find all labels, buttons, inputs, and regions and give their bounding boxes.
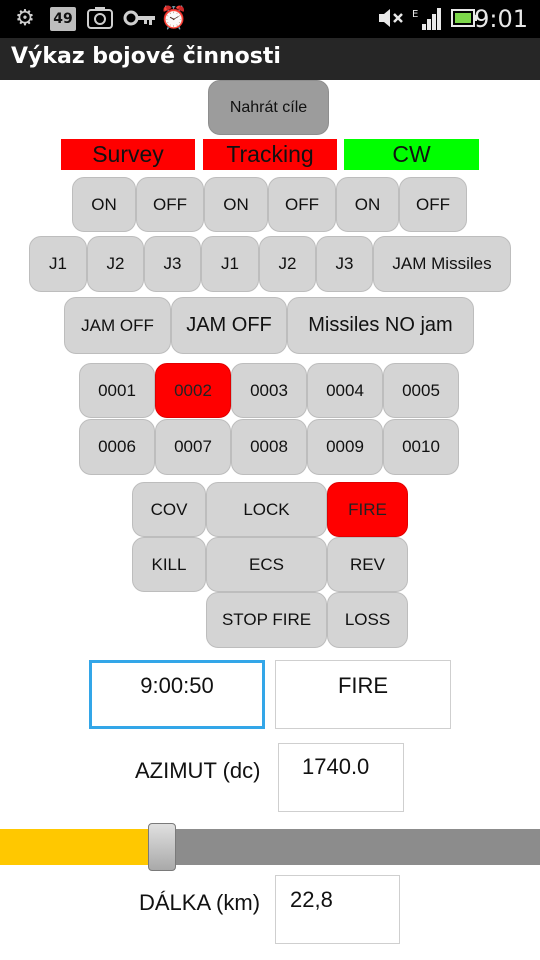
cw-header: CW [344, 139, 479, 170]
survey-header: Survey [61, 139, 195, 170]
target-0008-button[interactable]: 0008 [231, 419, 307, 475]
distance-input[interactable]: 22,8 [275, 875, 400, 944]
target-0010-button[interactable]: 0010 [383, 419, 459, 475]
target-0003-button[interactable]: 0003 [231, 363, 307, 418]
ecs-button[interactable]: ECS [206, 537, 327, 592]
jam-missiles-button[interactable]: JAM Missiles [373, 236, 511, 292]
settings-icon: ⚙ [15, 6, 35, 31]
jam-j3-button-2[interactable]: J3 [316, 236, 373, 292]
signal-icon: E [412, 6, 442, 32]
missiles-no-jam-button[interactable]: Missiles NO jam [287, 297, 474, 354]
target-0006-button[interactable]: 0006 [79, 419, 155, 475]
kill-button[interactable]: KILL [132, 537, 206, 592]
tracking-on-button[interactable]: ON [204, 177, 268, 232]
target-0002-button[interactable]: 0002 [155, 363, 231, 418]
app-title: Výkaz bojové činnosti [11, 44, 281, 69]
jam-j3-button[interactable]: J3 [144, 236, 201, 292]
jam-j2-button-2[interactable]: J2 [259, 236, 316, 292]
clock: 9:01 [474, 5, 528, 33]
load-targets-button[interactable]: Nahrát cíle [208, 80, 329, 135]
rev-button[interactable]: REV [327, 537, 408, 592]
notification-badge: 49 [50, 7, 76, 31]
azimuth-input[interactable]: 1740.0 [278, 743, 404, 812]
status-bar: ⚙ 49 ⏰ E 9:01 [0, 0, 540, 38]
jam-off-button-2[interactable]: JAM OFF [171, 297, 287, 354]
jam-j1-button-2[interactable]: J1 [201, 236, 259, 292]
target-0009-button[interactable]: 0009 [307, 419, 383, 475]
survey-off-button[interactable]: OFF [136, 177, 204, 232]
jam-j2-button[interactable]: J2 [87, 236, 144, 292]
target-0004-button[interactable]: 0004 [307, 363, 383, 418]
app-title-bar: Výkaz bojové činnosti [0, 38, 540, 80]
cw-off-button[interactable]: OFF [399, 177, 467, 232]
target-0007-button[interactable]: 0007 [155, 419, 231, 475]
stop-fire-button[interactable]: STOP FIRE [206, 592, 327, 648]
status-field[interactable]: FIRE [275, 660, 451, 729]
alarm-icon: ⏰ [160, 6, 188, 31]
loss-button[interactable]: LOSS [327, 592, 408, 648]
slider-fill [0, 829, 162, 865]
screenshot-icon [86, 6, 114, 32]
tracking-header: Tracking [203, 139, 337, 170]
mute-icon [376, 6, 406, 32]
jam-j1-button[interactable]: J1 [29, 236, 87, 292]
battery-icon [450, 6, 478, 32]
slider-thumb[interactable] [148, 823, 176, 871]
survey-on-button[interactable]: ON [72, 177, 136, 232]
slider-track[interactable] [0, 823, 540, 871]
cw-on-button[interactable]: ON [336, 177, 399, 232]
cov-button[interactable]: COV [132, 482, 206, 537]
target-0001-button[interactable]: 0001 [79, 363, 155, 418]
distance-label: DÁLKA (km) [139, 890, 261, 915]
jam-off-button-1[interactable]: JAM OFF [64, 297, 171, 354]
time-input[interactable]: 9:00:50 [89, 660, 265, 729]
key-icon [122, 6, 158, 32]
svg-text:E: E [412, 9, 418, 20]
lock-button[interactable]: LOCK [206, 482, 327, 537]
fire-button[interactable]: FIRE [327, 482, 408, 537]
target-0005-button[interactable]: 0005 [383, 363, 459, 418]
azimuth-label: AZIMUT (dc) [135, 758, 261, 783]
tracking-off-button[interactable]: OFF [268, 177, 336, 232]
